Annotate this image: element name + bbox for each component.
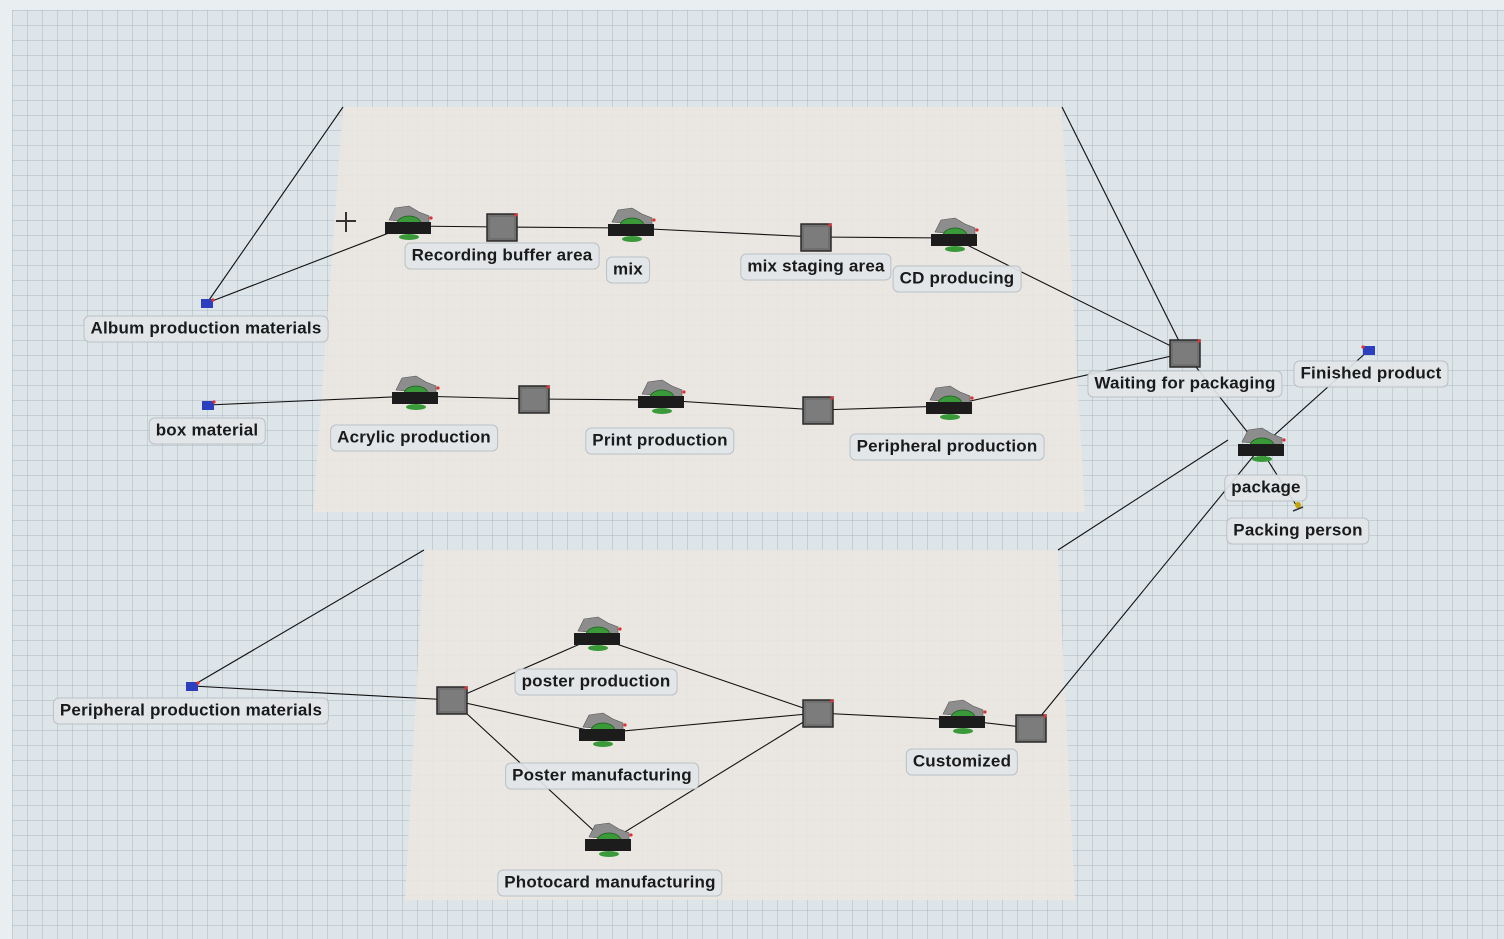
recording-machine-icon[interactable] xyxy=(385,205,433,240)
package-machine-icon[interactable] xyxy=(1238,427,1286,462)
acrylic-machine-icon[interactable] xyxy=(392,375,440,410)
mix-machine-icon[interactable] xyxy=(608,207,656,242)
connector-print-to-print_queue xyxy=(659,399,819,411)
poster-manu-label[interactable]: Poster manufacturing xyxy=(505,762,699,790)
waiting-packaging-label[interactable]: Waiting for packaging xyxy=(1087,370,1283,398)
connector-peripheral_source-to-split_queue xyxy=(191,685,453,701)
print-queue-queue-box-icon[interactable] xyxy=(802,396,834,425)
packing-person-label[interactable]: Packing person xyxy=(1226,517,1370,545)
floor-connector-2 xyxy=(191,549,425,687)
connector-mix_staging-to-cd_producing xyxy=(815,236,954,239)
move-cursor-icon xyxy=(336,212,356,232)
acrylic-queue-queue-box-icon[interactable] xyxy=(518,385,550,414)
connector-merge_queue-to-customized xyxy=(817,712,962,721)
connector-poster_manu-to-merge_queue xyxy=(600,712,819,734)
merge-queue-queue-box-icon[interactable] xyxy=(802,699,834,728)
photocard-label[interactable]: Photocard manufacturing xyxy=(497,869,723,897)
customized-label[interactable]: Customized xyxy=(905,748,1019,776)
connector-poster_prod-to-merge_queue xyxy=(595,636,819,714)
floor-planes xyxy=(313,107,1085,900)
lower-floor-plane xyxy=(405,550,1075,900)
customized-machine-icon[interactable] xyxy=(939,699,987,734)
split-queue-queue-box-icon[interactable] xyxy=(436,686,468,715)
album-source-source-icon[interactable] xyxy=(201,298,215,308)
peripheral-prod-machine-icon[interactable] xyxy=(926,385,974,420)
recording-buffer-queue-box-icon[interactable] xyxy=(486,213,518,242)
model-objects[interactable] xyxy=(186,205,1375,857)
print-machine-icon[interactable] xyxy=(638,379,686,414)
connector-final_queue-to-package xyxy=(1030,447,1261,729)
cd-producing-machine-icon[interactable] xyxy=(931,217,979,252)
upper-floor-plane xyxy=(313,107,1085,512)
finished-label[interactable]: Finished product xyxy=(1293,360,1449,388)
connector-mix-to-mix_staging xyxy=(629,227,817,238)
mix-label[interactable]: mix xyxy=(606,256,650,284)
peripheral-source-source-icon[interactable] xyxy=(186,681,200,691)
poster-prod-label[interactable]: poster production xyxy=(514,668,678,696)
connector-cd_producing-to-waiting_packaging xyxy=(952,237,1186,354)
floor-connector-3 xyxy=(1057,439,1229,551)
floor-connector-0 xyxy=(206,106,344,304)
final-queue-queue-box-icon[interactable] xyxy=(1015,714,1047,743)
mix-staging-queue-box-icon[interactable] xyxy=(800,223,832,252)
floor-connector-1 xyxy=(1061,106,1186,354)
finished-sink-icon[interactable] xyxy=(1361,345,1375,355)
print-label[interactable]: Print production xyxy=(585,427,735,455)
connector-peripheral_prod-to-waiting_packaging xyxy=(947,352,1186,407)
acrylic-label[interactable]: Acrylic production xyxy=(330,424,498,452)
packing-person-operator-icon[interactable] xyxy=(1292,502,1304,512)
connector-split_queue-to-poster_manu xyxy=(451,699,602,734)
poster-prod-machine-icon[interactable] xyxy=(574,616,622,651)
connector-box_source-to-acrylic xyxy=(207,395,415,406)
mix-staging-label[interactable]: mix staging area xyxy=(740,253,892,281)
peripheral-source-label[interactable]: Peripheral production materials xyxy=(52,697,330,725)
package-label[interactable]: package xyxy=(1224,474,1308,502)
poster-manu-machine-icon[interactable] xyxy=(579,712,627,747)
album-source-label[interactable]: Album production materials xyxy=(83,315,329,343)
peripheral-prod-label[interactable]: Peripheral production xyxy=(849,433,1045,461)
box-source-label[interactable]: box material xyxy=(148,417,266,445)
box-source-source-icon[interactable] xyxy=(202,400,216,410)
connector-photocard-to-merge_queue xyxy=(606,712,819,844)
recording-buffer-label[interactable]: Recording buffer area xyxy=(404,242,600,270)
photocard-machine-icon[interactable] xyxy=(585,822,633,857)
connector-album_source-to-recording xyxy=(206,225,408,304)
cd-producing-label[interactable]: CD producing xyxy=(892,265,1022,293)
waiting-packaging-queue-box-icon[interactable] xyxy=(1169,339,1201,368)
